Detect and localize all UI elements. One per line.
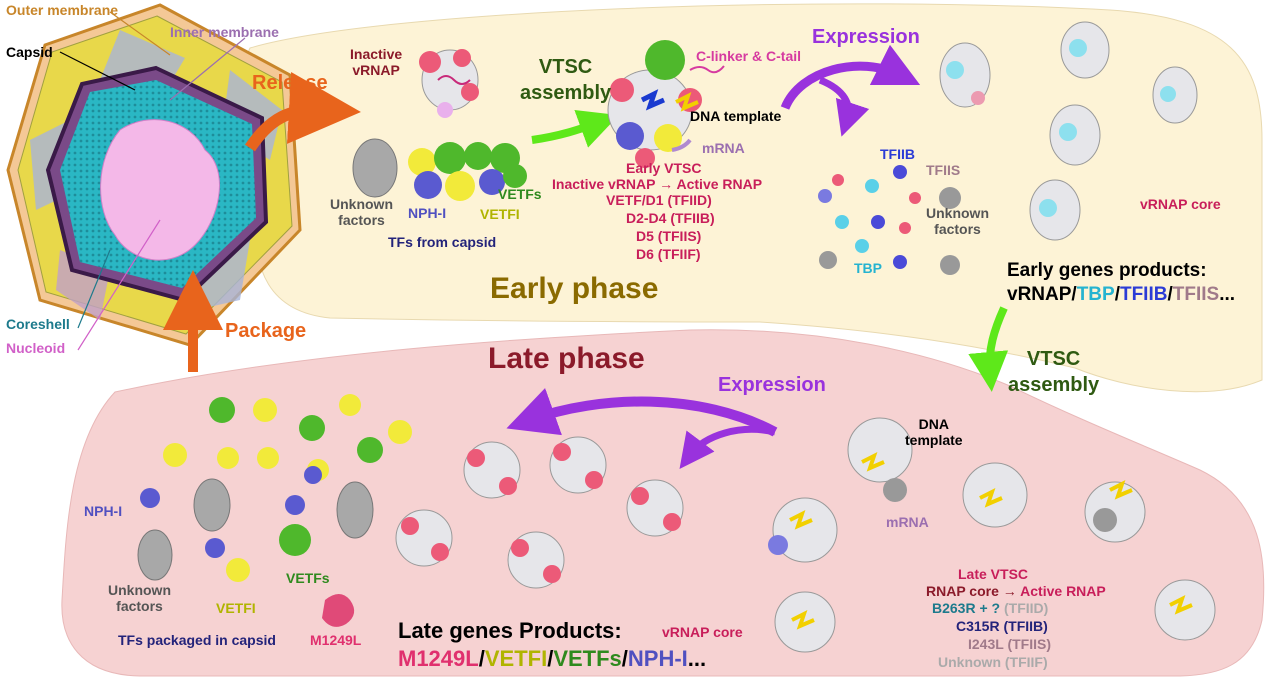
slash: / — [547, 646, 554, 671]
c-linker-label: C-linker & C-tail — [696, 48, 802, 64]
tf-protein-icon — [818, 165, 961, 275]
dna-template-late-label: DNA template — [905, 416, 963, 448]
late-factor-gene: B263R + ? — [932, 600, 1001, 616]
late-factor-tf: (TFIID) — [1003, 600, 1049, 616]
late-factor-2: C315R (TFIIB) — [956, 618, 1048, 634]
late-factor-3: I243L (TFIIS) — [968, 636, 1051, 652]
early-factor-3: D5 (TFIIS) — [636, 228, 702, 244]
late-factor-tf: (TFIIF) — [1004, 654, 1048, 670]
vrnap-core-icon — [939, 21, 1198, 241]
vetfi-late-label: VETFI — [216, 600, 256, 616]
early-product-tbp: TBP — [1076, 284, 1115, 305]
early-phase-title: Early phase — [490, 272, 659, 305]
mrna-label: mRNA — [702, 140, 745, 156]
tfs-packaged-label: TFs packaged in capsid — [118, 632, 276, 648]
inactive-vrnap-label: Inactive vRNAP — [350, 46, 403, 78]
late-product-vetfs: VETFs — [553, 646, 622, 671]
vetf-protein-icon — [408, 142, 527, 201]
early-products-title: Early genes products: — [1007, 260, 1207, 281]
inactive-vrnap-text: Inactive vRNAP — [552, 176, 656, 192]
late-product-vetfi: VETFI — [484, 646, 548, 671]
late-factor-tf: (TFIIB) — [1003, 618, 1048, 634]
expression-late-label: Expression — [718, 374, 826, 396]
m1249l-protein-icon — [322, 594, 355, 627]
unknown-factor-blob-icon-late — [137, 478, 374, 581]
tfiis-label: TFIIS — [926, 162, 961, 178]
early-products-list: vRNAP/TBP/TFIIB/TFIIS... — [1007, 284, 1235, 306]
mrna-late-label: mRNA — [886, 514, 929, 530]
rnap-core-to-active-line: RNAP core → Active RNAP — [926, 583, 1106, 599]
early-product-tfiis: TFIIS — [1172, 284, 1220, 305]
vetfi-early-label: VETFI — [480, 206, 520, 222]
vtsc-assembly-early-label: VTSC assembly — [520, 56, 612, 104]
m1249l-label: M1249L — [310, 632, 362, 648]
vtsc-complex-icon — [607, 40, 725, 168]
late-factor-gene: Unknown — [938, 654, 1001, 670]
vrnap-complex-icon — [419, 49, 479, 118]
tfiib-label: TFIIB — [880, 146, 915, 162]
late-factor-gene: C315R — [956, 618, 1000, 634]
early-factor-1: VETF/D1 (TFIID) — [606, 192, 712, 208]
capsid-label: Capsid — [6, 44, 53, 60]
expression-early-label: Expression — [812, 26, 920, 48]
release-label: Release — [252, 72, 328, 94]
late-factor-1: B263R + ? (TFIID) — [932, 600, 1048, 616]
tbp-label: TBP — [854, 260, 882, 276]
late-products-title: Late genes Products: — [398, 618, 622, 643]
vetfs-early-label: VETFs — [498, 186, 542, 202]
package-label: Package — [225, 320, 307, 342]
late-vrnap-complex-icon — [395, 436, 684, 589]
slash: / — [1071, 284, 1077, 305]
vrnap-core-late-label: vRNAP core — [662, 624, 743, 640]
nph-i-early-label: NPH-I — [408, 205, 447, 221]
virion-cross-section-icon — [6, 3, 302, 347]
early-factor-2: D2-D4 (TFIIB) — [626, 210, 715, 226]
slash: / — [621, 646, 628, 671]
unknown-factors-early-label: Unknown factors — [330, 196, 393, 228]
early-phase-region — [242, 3, 1263, 393]
arrow-right-icon: → — [1002, 583, 1017, 599]
late-factor-tf: (TFIIS) — [1007, 636, 1051, 652]
late-product-m1249l: M1249L — [398, 646, 479, 671]
unknown-factors-early2-label: Unknown factors — [926, 205, 989, 237]
active-rnap-text: Active RNAP — [676, 176, 763, 192]
ellipsis: ... — [1219, 284, 1236, 305]
early-factor-4: D6 (TFIIF) — [636, 246, 701, 262]
outer-membrane-label: Outer membrane — [6, 2, 119, 18]
late-vtsc-complex-icon — [768, 417, 1216, 653]
unknown-factor-blob-icon — [352, 138, 398, 198]
rnap-core-text: RNAP core — [926, 583, 999, 599]
nucleoid-label: Nucleoid — [6, 340, 66, 356]
nph-i-protein-icon — [140, 466, 322, 558]
late-products-list: M1249L/VETFI/VETFs/NPH-I... — [398, 646, 706, 672]
late-vtsc-label: Late VTSC — [958, 566, 1029, 582]
arrow-right-icon: → — [659, 176, 674, 192]
dna-template-label: DNA template — [690, 108, 782, 124]
late-product-nph-i: NPH-I — [627, 646, 688, 671]
unknown-factors-late-label: Unknown factors — [108, 582, 171, 614]
early-vtsc-label: Early VTSC — [626, 160, 702, 176]
early-product-vrnap: vRNAP — [1007, 284, 1072, 305]
slash: / — [1114, 284, 1120, 305]
active-rnap-late-text: Active RNAP — [1020, 583, 1106, 599]
vtsc-assembly-late-label: VTSC assembly — [1008, 348, 1100, 396]
nph-i-late-label: NPH-I — [84, 503, 123, 519]
late-phase-title: Late phase — [488, 342, 645, 375]
late-factor-4: Unknown (TFIIF) — [938, 654, 1048, 670]
inactive-to-active-line: Inactive vRNAP → Active RNAP — [552, 176, 762, 192]
vrnap-core-early-label: vRNAP core — [1140, 196, 1221, 212]
late-factor-gene: I243L — [968, 636, 1004, 652]
slash: / — [1167, 284, 1173, 305]
tfs-from-capsid-label: TFs from capsid — [388, 234, 497, 250]
ellipsis: ... — [687, 646, 707, 671]
coreshell-label: Coreshell — [6, 316, 70, 332]
vetfs-late-label: VETFs — [286, 570, 330, 586]
slash: / — [478, 646, 485, 671]
early-product-tfiib: TFIIB — [1119, 284, 1168, 305]
inner-membrane-label: Inner membrane — [170, 24, 279, 40]
